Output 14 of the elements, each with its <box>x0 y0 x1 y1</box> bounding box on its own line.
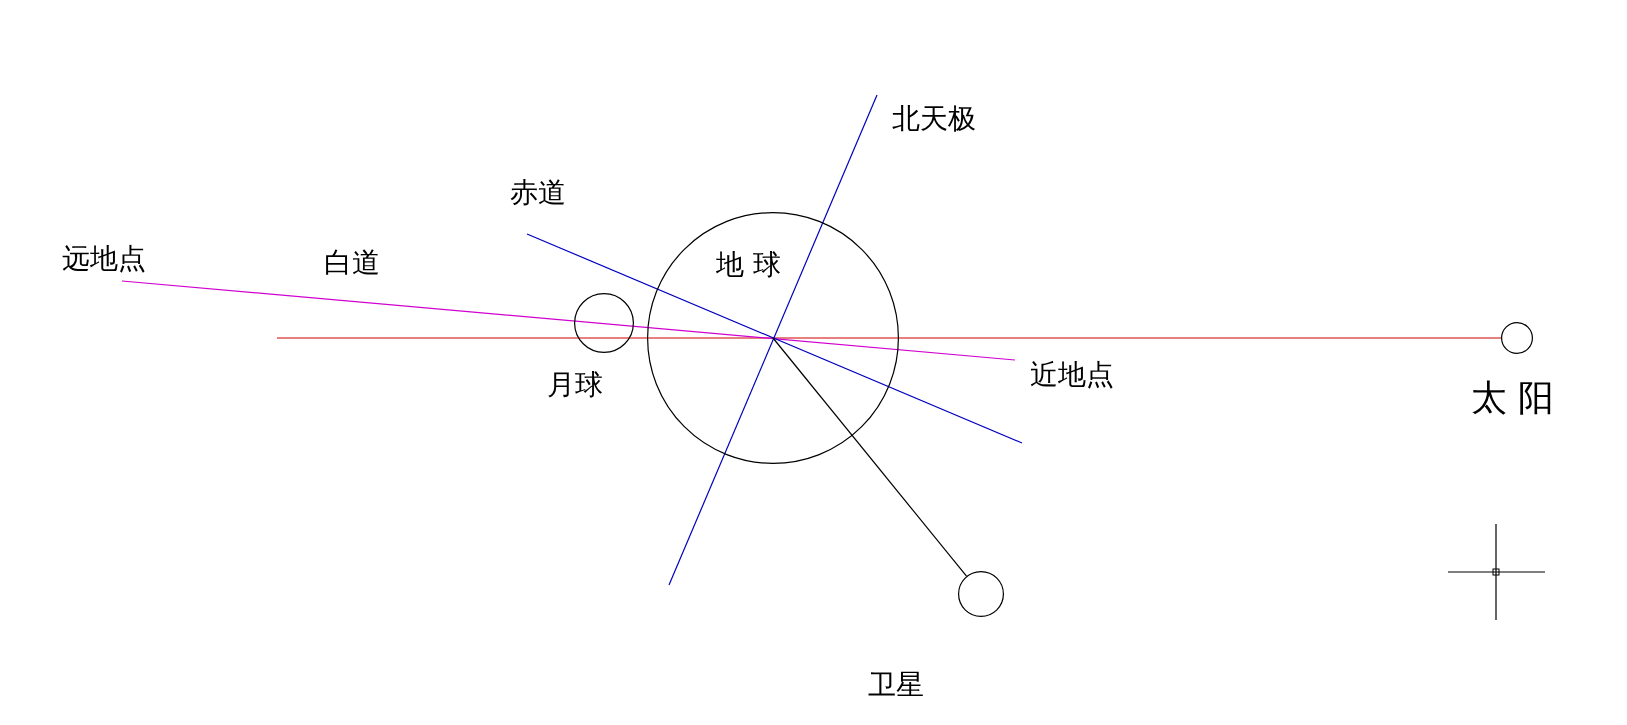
orbit-label: 白道 <box>324 248 380 279</box>
caption-label: 月球 <box>547 370 603 401</box>
circle-outline <box>1501 322 1533 354</box>
connector-line <box>772 337 968 577</box>
perigee-label: 近地点 <box>1030 360 1114 391</box>
caption-label: 太 阳 <box>1471 378 1555 418</box>
earth-circle <box>647 212 899 464</box>
apogee-label: 远地点 <box>62 244 146 275</box>
circle-outline <box>958 571 1004 617</box>
caption-label: 卫星 <box>868 670 924 701</box>
circle-outline <box>574 293 634 353</box>
node-label: 地 球 <box>716 250 781 281</box>
equator-label: 赤道 <box>510 178 566 209</box>
pole-label: 北天极 <box>892 104 976 135</box>
